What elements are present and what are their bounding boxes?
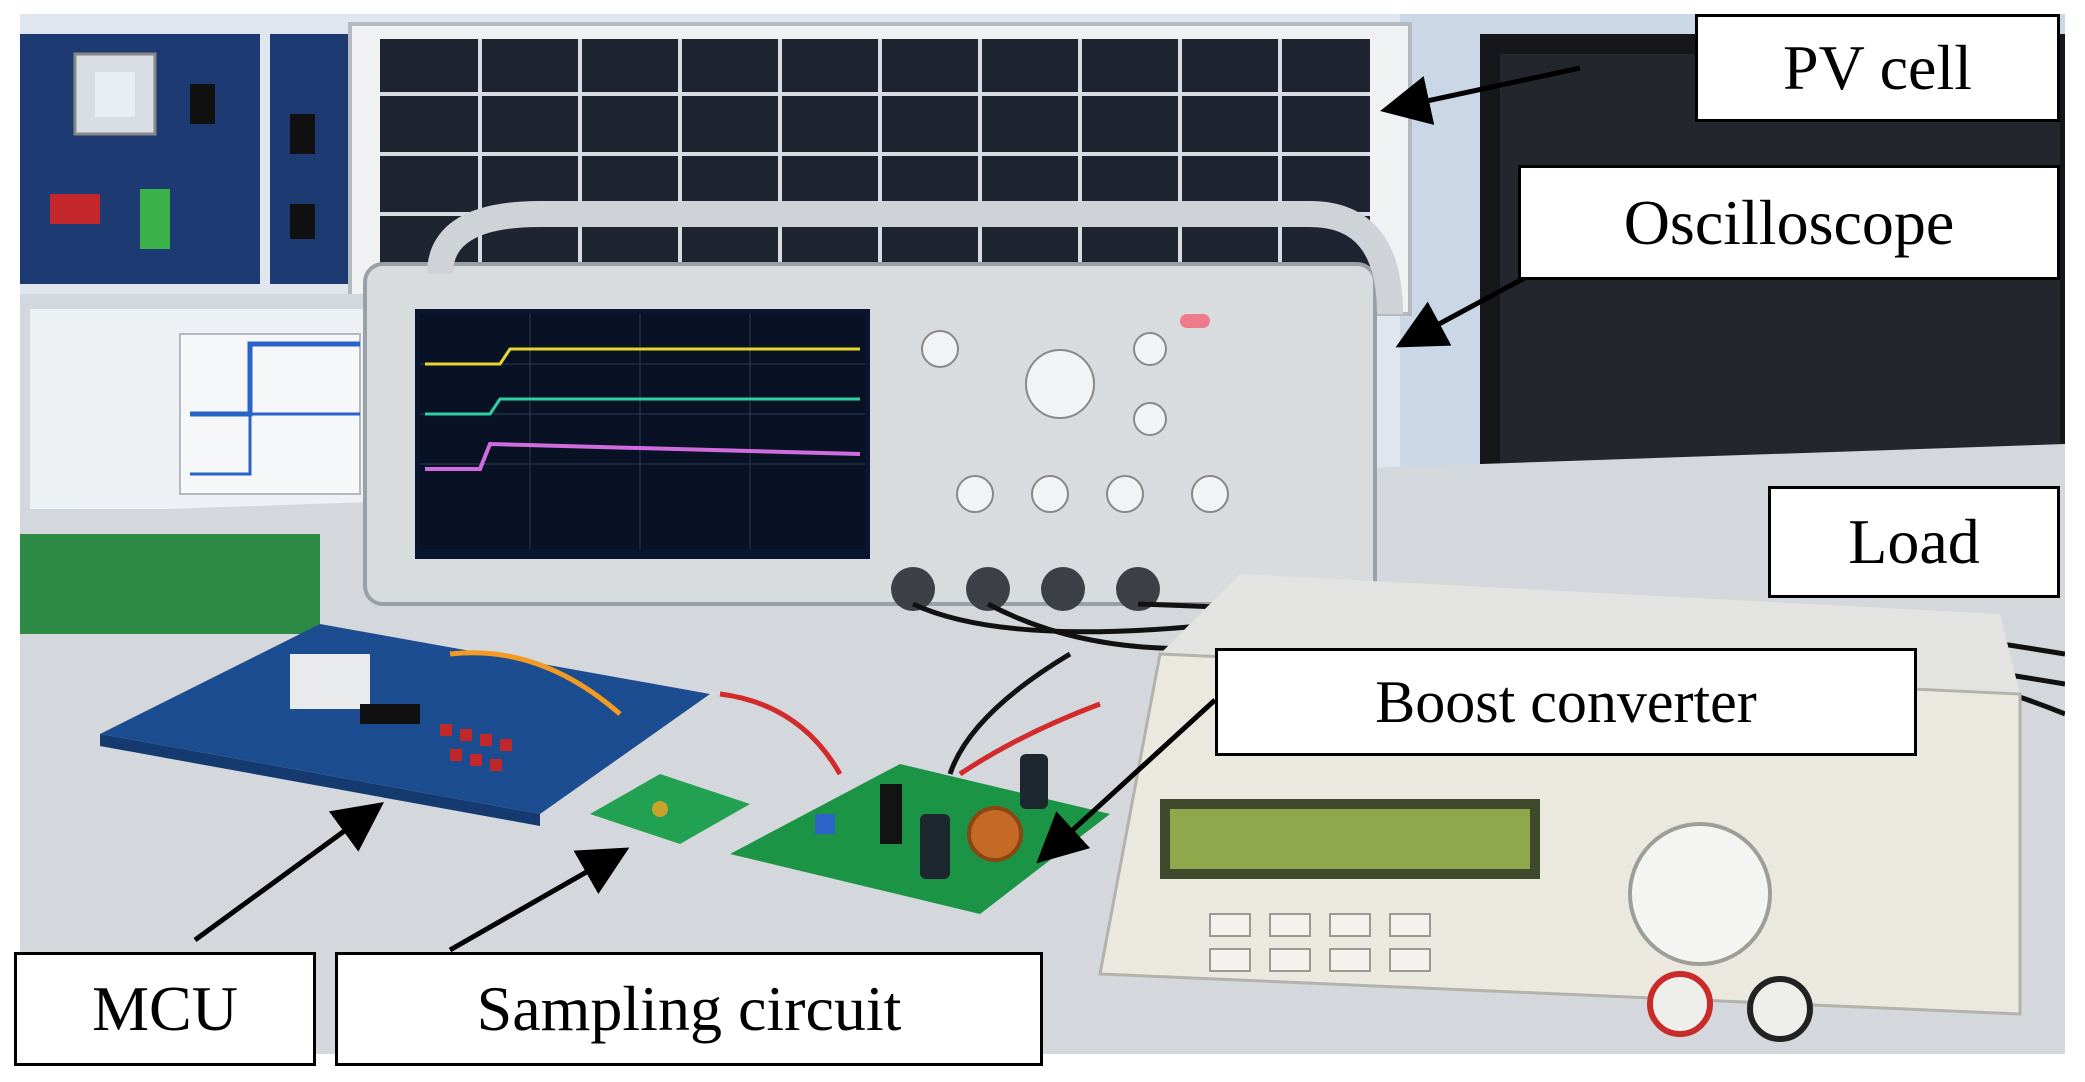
arrow-boost-converter xyxy=(1036,698,1217,864)
label-boost-converter-text: Boost converter xyxy=(1375,668,1757,735)
label-oscilloscope-text: Oscilloscope xyxy=(1623,186,1955,258)
left-pc-screen xyxy=(20,294,380,524)
arrow-mcu xyxy=(193,802,385,943)
oscilloscope-device xyxy=(363,201,1403,611)
label-pv-cell-text: PV cell xyxy=(1782,32,1973,103)
arrow-lines xyxy=(193,65,1581,953)
label-pv-cell: PV cell xyxy=(1695,14,2060,122)
mcu-board xyxy=(100,624,710,826)
arrow-oscilloscope xyxy=(1395,272,1532,348)
sampling-circuit-board xyxy=(590,774,750,844)
label-mcu: MCU xyxy=(14,952,316,1066)
label-load-text: Load xyxy=(1848,506,1980,577)
label-mcu-text: MCU xyxy=(92,973,238,1044)
label-sampling-circuit: Sampling circuit xyxy=(335,952,1043,1066)
wall-experiment-boards xyxy=(20,34,350,284)
arrow-sampling-circuit xyxy=(448,847,630,953)
label-load: Load xyxy=(1768,486,2060,598)
arrow-pv-cell xyxy=(1380,65,1581,125)
label-sampling-circuit-text: Sampling circuit xyxy=(476,973,902,1044)
label-boost-converter: Boost converter xyxy=(1215,648,1917,756)
green-mat xyxy=(20,534,320,634)
label-oscilloscope: Oscilloscope xyxy=(1518,165,2060,280)
boost-converter-board xyxy=(730,754,1110,914)
